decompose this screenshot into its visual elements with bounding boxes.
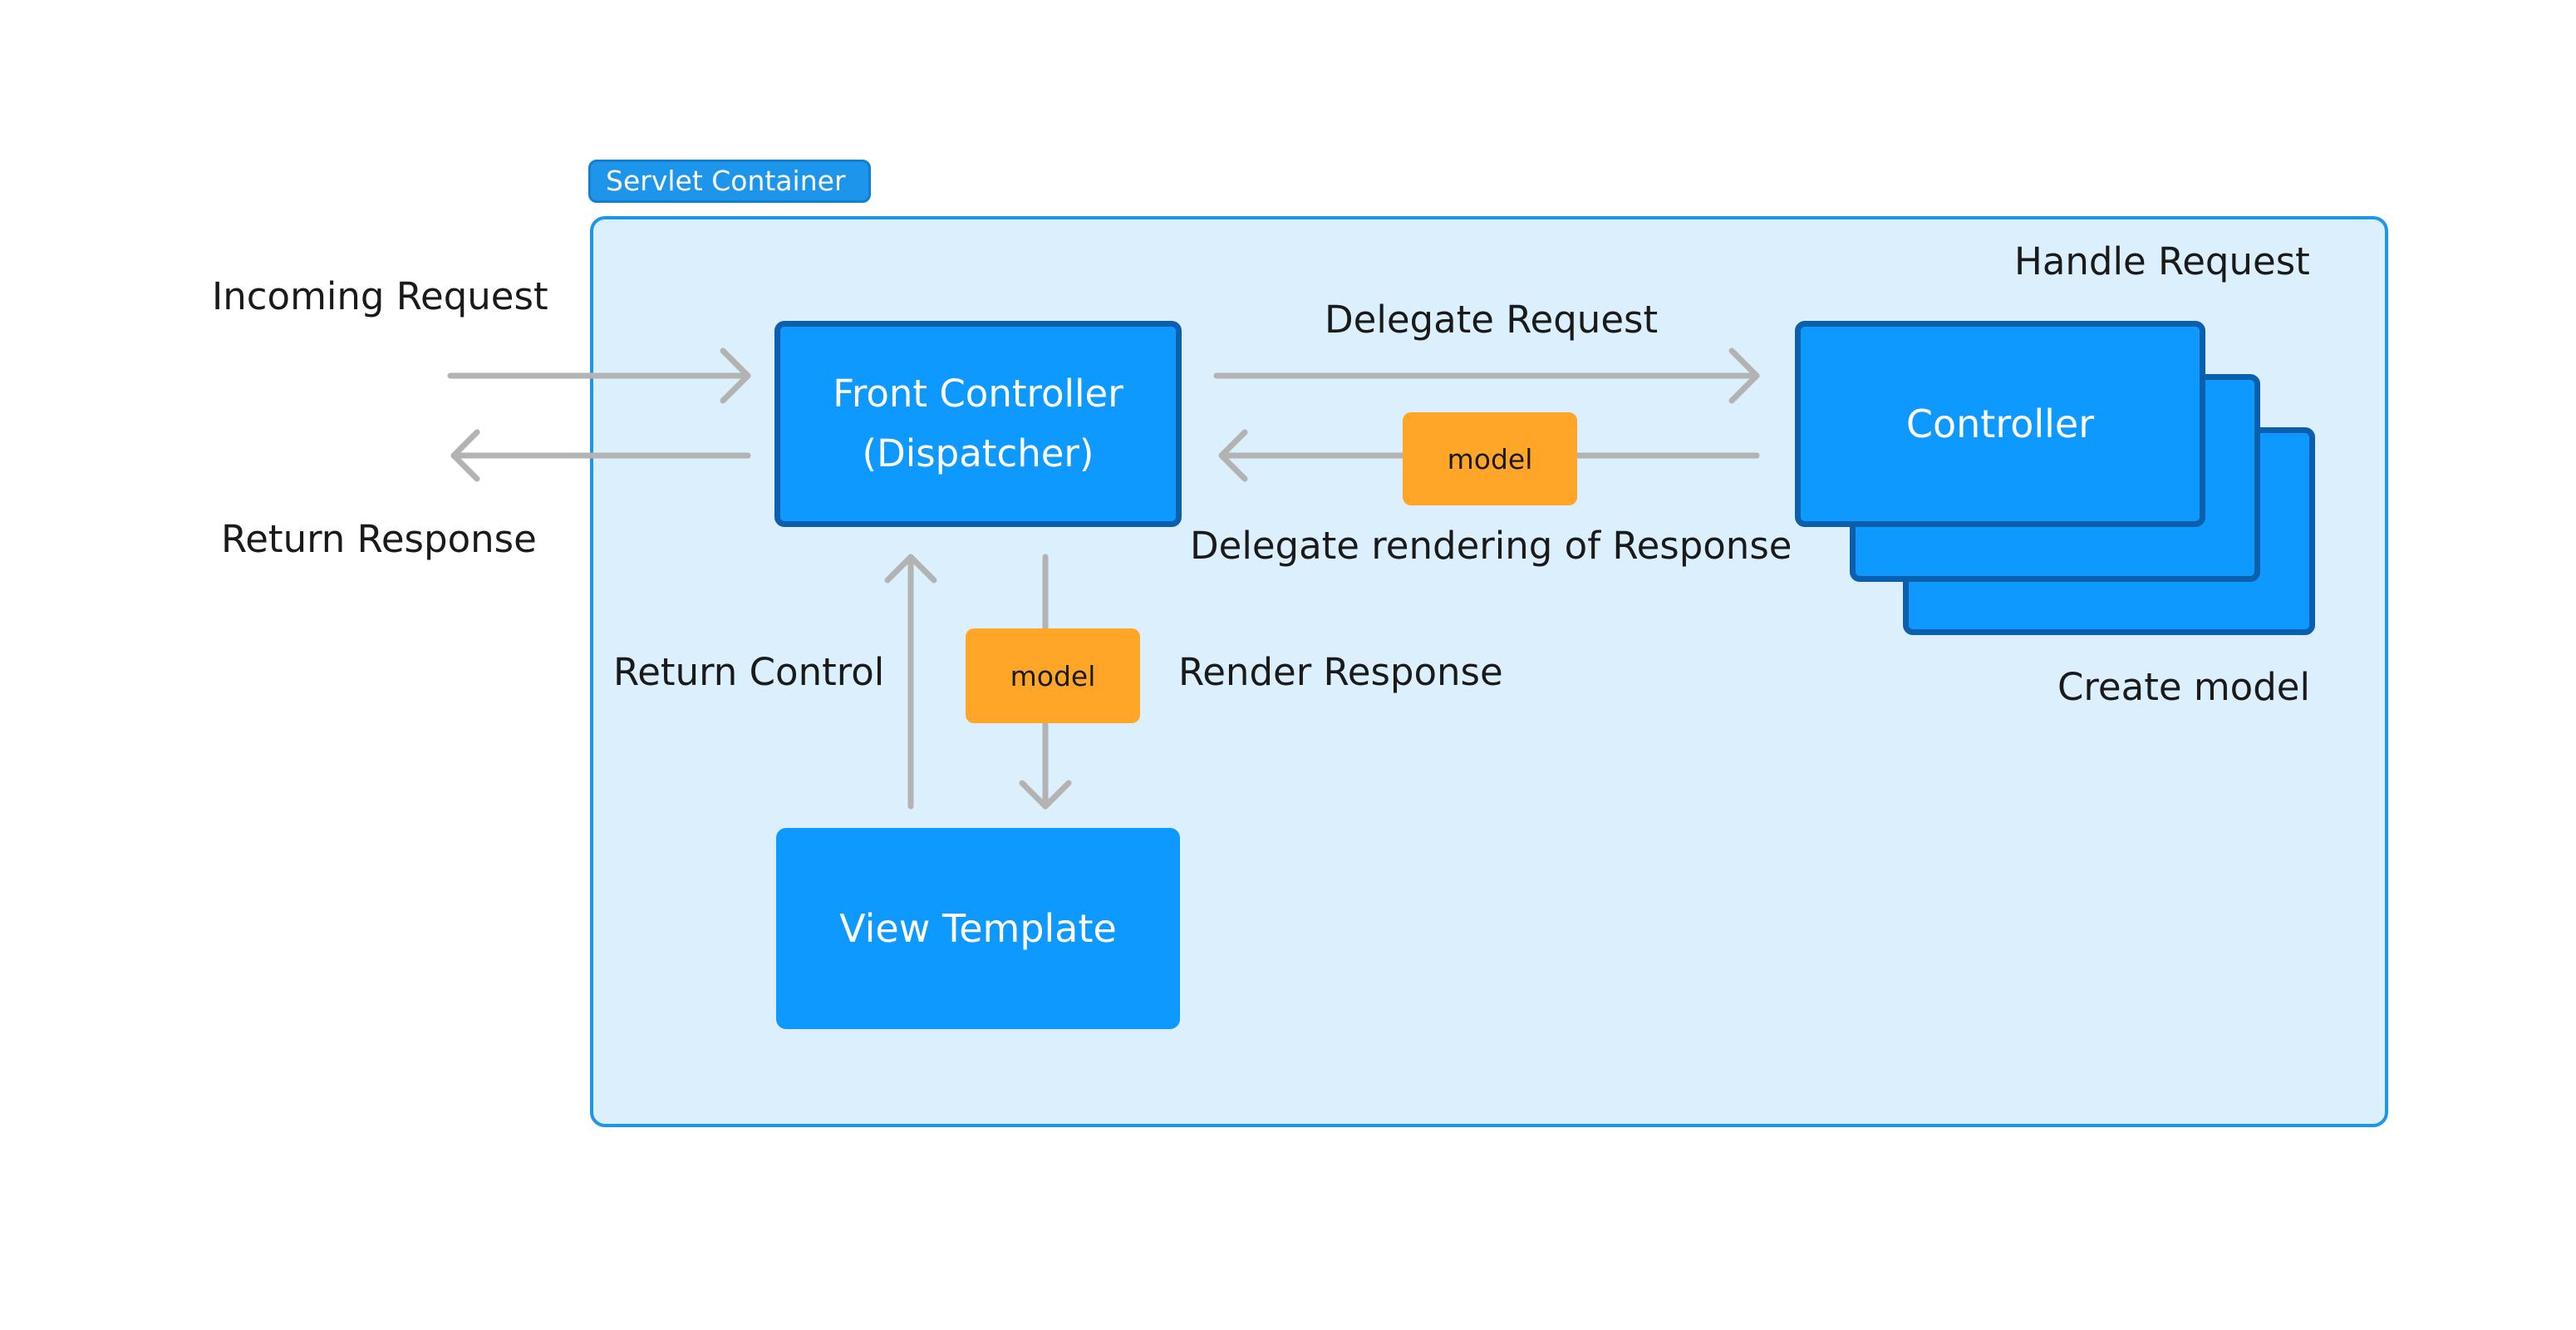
controller-label: Controller (1905, 401, 2095, 446)
create-model-label: Create model (2057, 665, 2310, 709)
servlet-container-label: Servlet Container (588, 160, 871, 203)
return-response-label: Return Response (221, 517, 537, 561)
delegate-request-label: Delegate Request (1325, 298, 1659, 342)
incoming-request-arrow (447, 347, 751, 404)
model-badge-response: model (1403, 412, 1577, 505)
return-control-arrow (884, 554, 937, 810)
handle-request-label: Handle Request (2014, 239, 2310, 283)
front-controller-title: Front Controller (833, 372, 1123, 416)
delegate-rendering-label: Delegate rendering of Response (1190, 524, 1792, 568)
render-response-label: Render Response (1178, 650, 1503, 694)
delegate-request-arrow (1213, 347, 1760, 404)
return-control-label: Return Control (613, 650, 885, 694)
front-controller-subtitle: (Dispatcher) (862, 431, 1094, 475)
view-template-label: View Template (839, 906, 1117, 951)
view-template-node: View Template (776, 828, 1180, 1029)
return-response-arrow (450, 429, 751, 482)
controller-node: Controller (1795, 321, 2205, 527)
model-badge-render: model (966, 628, 1140, 723)
front-controller-node: Front Controller (Dispatcher) (774, 321, 1182, 527)
incoming-request-label: Incoming Request (212, 274, 548, 318)
